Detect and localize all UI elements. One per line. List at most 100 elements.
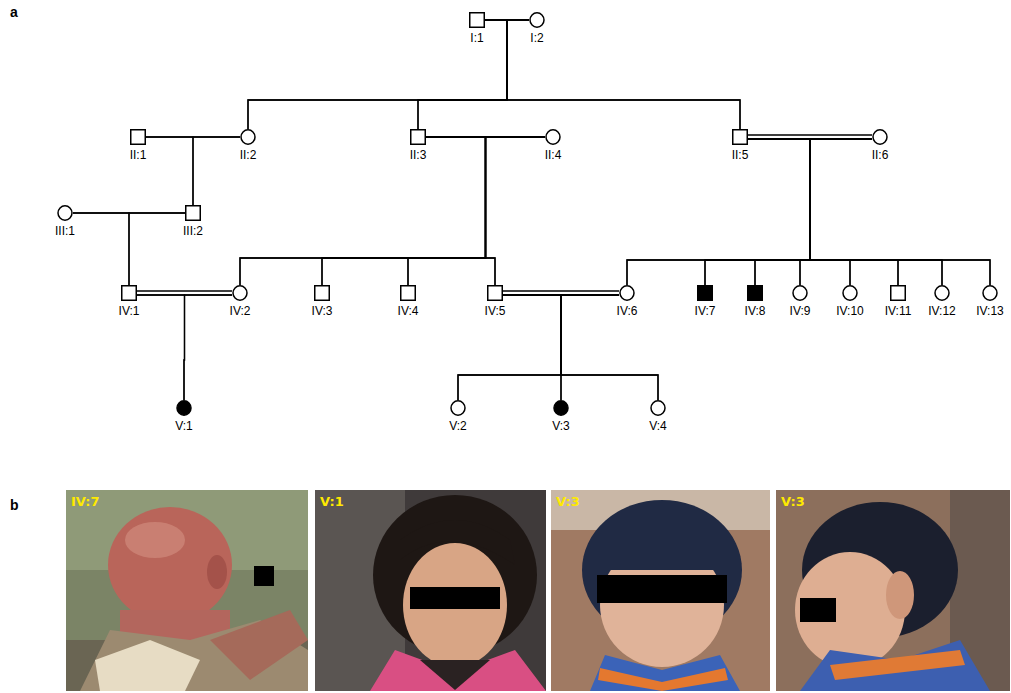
- male-symbol: III:2: [185, 205, 201, 221]
- symbol-outline: [58, 206, 72, 220]
- symbol-outline: [620, 286, 634, 300]
- female-symbol: IV:9: [792, 285, 808, 301]
- symbol-outline: [241, 130, 255, 144]
- descent-line: [810, 139, 942, 285]
- individual-id: II:5: [732, 148, 749, 162]
- symbol-shape: [732, 129, 748, 145]
- female-symbol: I:2: [529, 12, 545, 28]
- photo-label: V:3: [556, 494, 580, 509]
- symbol-shape: [697, 285, 713, 301]
- descent-line: [561, 295, 619, 400]
- male-symbol: IV:5: [487, 285, 503, 301]
- symbol-outline: [122, 286, 137, 301]
- individual-id: IV:1: [119, 304, 140, 318]
- symbol-shape: [842, 285, 858, 301]
- symbol-outline: [315, 286, 330, 301]
- symbol-outline: [131, 130, 146, 145]
- descent-line: [561, 295, 658, 400]
- male-symbol: IV:7: [697, 285, 713, 301]
- individual-id: III:1: [55, 224, 75, 238]
- symbol-shape: [650, 400, 666, 416]
- female-symbol: V:1: [176, 400, 192, 416]
- descent-line: [426, 137, 495, 285]
- individual-id: II:3: [410, 148, 427, 162]
- individual-id: IV:5: [485, 304, 506, 318]
- symbol-shape: [410, 129, 426, 145]
- descent-line: [458, 295, 619, 400]
- descent-line: [137, 295, 185, 400]
- panel-letter: b: [10, 497, 19, 513]
- female-symbol: III:1: [57, 205, 73, 221]
- descent-line: [705, 139, 872, 285]
- symbol-shape: [121, 285, 137, 301]
- individual-id: I:1: [470, 31, 483, 45]
- symbol-outline: [177, 401, 191, 415]
- photo-v3-front: [551, 490, 770, 691]
- descent-line: [248, 20, 507, 129]
- male-symbol: IV:3: [314, 285, 330, 301]
- individual-id: IV:2: [230, 304, 251, 318]
- individual-id: II:4: [545, 148, 562, 162]
- symbol-outline: [843, 286, 857, 300]
- descent-line: [507, 20, 740, 129]
- individual-id: IV:9: [790, 304, 811, 318]
- male-symbol: IV:1: [121, 285, 137, 301]
- male-symbol: I:1: [469, 12, 485, 28]
- descent-line: [748, 139, 810, 285]
- descent-line: [418, 20, 507, 129]
- individual-id: IV:4: [398, 304, 419, 318]
- individual-id: IV:12: [928, 304, 956, 318]
- photo-label: IV:7: [71, 494, 100, 509]
- descent-line: [248, 20, 529, 129]
- symbol-outline: [935, 286, 949, 300]
- symbol-shape: [792, 285, 808, 301]
- female-symbol: II:4: [545, 129, 561, 145]
- male-symbol: IV:11: [890, 285, 906, 301]
- symbol-outline: [983, 286, 997, 300]
- descent-line: [748, 139, 810, 285]
- descent-line: [73, 213, 129, 285]
- photo-iv7: [66, 490, 308, 691]
- descent-line: [486, 137, 546, 285]
- individual-id: IV:10: [836, 304, 864, 318]
- symbol-outline: [873, 130, 887, 144]
- female-symbol: IV:6: [619, 285, 635, 301]
- individual-id: II:6: [872, 148, 889, 162]
- symbol-shape: [747, 285, 763, 301]
- symbol-shape: [185, 205, 201, 221]
- individual-id: I:2: [530, 31, 543, 45]
- symbol-shape: [469, 12, 485, 28]
- descent-line: [755, 139, 872, 285]
- descent-line: [810, 139, 990, 285]
- descent-line: [418, 20, 529, 129]
- individual-id: IV:11: [885, 304, 912, 318]
- symbol-outline: [488, 286, 503, 301]
- symbol-outline: [233, 286, 247, 300]
- symbol-shape: [619, 285, 635, 301]
- symbol-outline: [793, 286, 807, 300]
- male-symbol: II:5: [732, 129, 748, 145]
- symbol-outline: [186, 206, 201, 221]
- symbol-outline: [891, 286, 906, 301]
- symbol-shape: [872, 129, 888, 145]
- male-symbol: IV:8: [747, 285, 763, 301]
- descent-line: [503, 295, 561, 400]
- descent-line: [322, 137, 545, 285]
- descent-line: [810, 139, 872, 285]
- individual-id: IV:8: [745, 304, 766, 318]
- symbol-outline: [530, 13, 544, 27]
- symbol-outline: [698, 286, 713, 301]
- individual-id: IV:6: [617, 304, 638, 318]
- photo-label: V:3: [781, 494, 805, 509]
- individual-id: V:2: [449, 419, 467, 433]
- descent-line: [748, 139, 850, 285]
- descent-line: [503, 295, 658, 400]
- symbol-shape: [240, 129, 256, 145]
- female-symbol: II:2: [240, 129, 256, 145]
- individual-id: V:3: [552, 419, 570, 433]
- descent-line: [627, 139, 872, 285]
- female-symbol: IV:12: [934, 285, 950, 301]
- descent-line: [193, 137, 240, 205]
- symbol-shape: [57, 205, 73, 221]
